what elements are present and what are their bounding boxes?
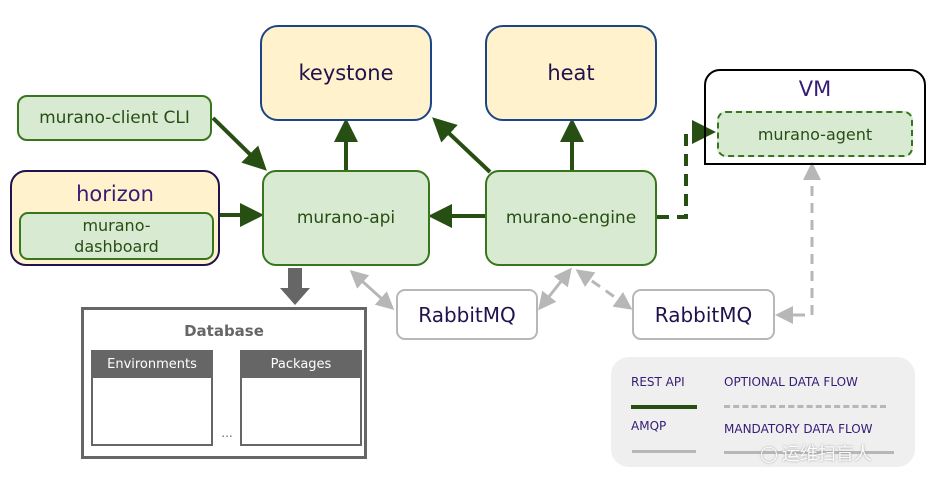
database: Database Environments ... Packages <box>81 307 367 459</box>
legend-optional-line <box>724 405 886 408</box>
wechat-icon: ◯ <box>760 443 778 463</box>
table-environments: Environments <box>91 350 213 446</box>
watermark: ◯ 运维扫盲人 <box>760 440 872 466</box>
horizon-node: horizon murano- dashboard <box>10 170 220 266</box>
table-packages-header: Packages <box>242 352 360 378</box>
keystone-node: keystone <box>260 25 432 121</box>
heat-label: heat <box>547 61 595 85</box>
murano-api-label: murano-api <box>296 208 396 228</box>
legend-amqp-line <box>632 450 696 453</box>
table-packages: Packages <box>240 350 362 446</box>
murano-engine-label: murano-engine <box>505 208 637 228</box>
rabbitmq-label-2: RabbitMQ <box>654 302 753 327</box>
amqp-engine-rabbitmq2 <box>575 269 633 310</box>
murano-dashboard-label: murano- dashboard <box>74 216 159 256</box>
horizon-label: horizon <box>76 182 154 206</box>
keystone-label: keystone <box>298 61 394 85</box>
arrow-engine-to-keystone <box>432 117 492 174</box>
arrow-cli-to-api <box>211 116 267 171</box>
vm-container: VM murano-agent <box>704 69 926 165</box>
rabbitmq-node-1: RabbitMQ <box>396 289 538 340</box>
murano-agent-node: murano-agent <box>717 111 913 157</box>
legend-rest-api-line <box>631 405 697 409</box>
arrow-api-to-database <box>280 268 310 305</box>
murano-agent-label: murano-agent <box>757 124 873 144</box>
vm-label: VM <box>798 77 832 101</box>
legend-mandatory-line <box>724 451 894 454</box>
legend-optional-label: OPTIONAL DATA FLOW <box>724 375 858 389</box>
amqp-rabbitmq2-agent <box>778 162 821 317</box>
murano-client-cli-label: murano-client CLI <box>39 108 190 128</box>
heat-node: heat <box>485 25 657 121</box>
legend-rest-api-label: REST API <box>631 375 685 389</box>
database-ellipsis: ... <box>221 426 233 440</box>
legend-amqp-label: AMQP <box>631 419 667 433</box>
murano-engine-node: murano-engine <box>485 170 657 266</box>
arrow-engine-to-agent <box>657 120 716 219</box>
amqp-api-rabbitmq <box>349 269 395 311</box>
rabbitmq-label-1: RabbitMQ <box>418 302 516 327</box>
murano-client-cli-node: murano-client CLI <box>17 95 212 141</box>
rabbitmq-node-2: RabbitMQ <box>632 289 775 340</box>
murano-api-node: murano-api <box>262 170 430 266</box>
database-title: Database <box>184 322 264 340</box>
legend: REST API OPTIONAL DATA FLOW AMQP MANDATO… <box>611 357 915 467</box>
watermark-text: 运维扫盲人 <box>781 444 872 465</box>
amqp-engine-rabbitmq <box>538 267 572 311</box>
murano-dashboard-node: murano- dashboard <box>19 212 214 260</box>
legend-mandatory-label: MANDATORY DATA FLOW <box>724 422 873 436</box>
table-environments-header: Environments <box>93 352 211 378</box>
